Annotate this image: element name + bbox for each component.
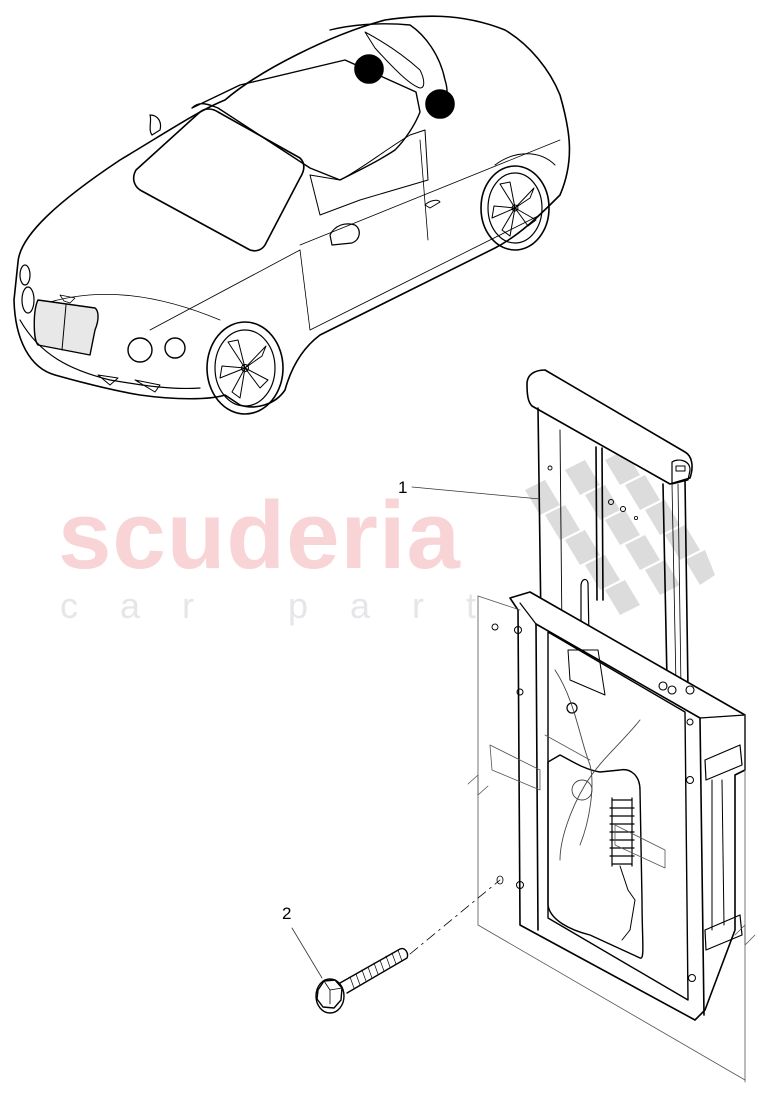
callout-2-label: 2	[282, 904, 292, 923]
watermark-tagline: car parts	[60, 585, 579, 626]
roof-marker-1	[354, 54, 384, 84]
car-illustration	[13, 15, 571, 415]
callout-1-label: 1	[398, 478, 408, 497]
leader-lines	[291, 486, 541, 979]
reference-frame	[467, 595, 756, 1083]
checkered-flag-icon	[525, 450, 715, 615]
watermark-brand: scuderia	[58, 482, 461, 589]
part-1-mechanism	[491, 369, 746, 1021]
part-2-bolt	[315, 875, 504, 1014]
roof-marker-2	[425, 89, 455, 119]
